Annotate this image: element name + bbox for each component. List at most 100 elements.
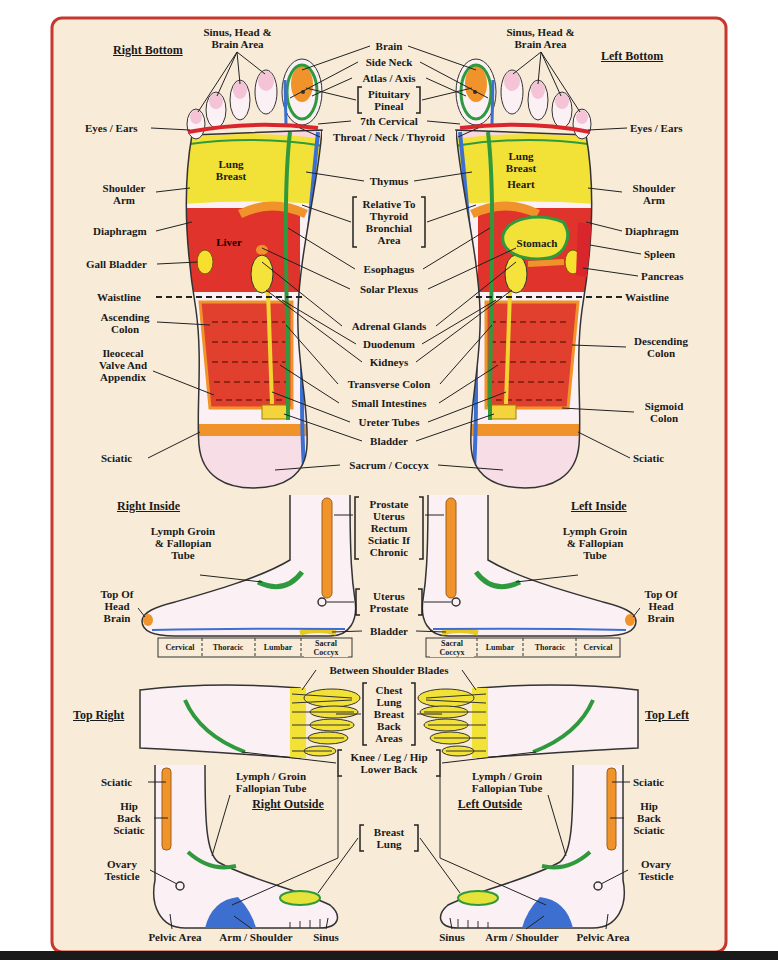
foot-drawing — [280, 891, 320, 905]
zone-label: Stomach — [508, 237, 566, 249]
foot-drawing-mirror — [418, 59, 638, 928]
reflex-label: Bladder — [364, 625, 414, 637]
foot-drawing — [170, 424, 330, 436]
foot-drawing — [176, 882, 184, 890]
chart-frame — [52, 18, 726, 952]
reflex-label: Duodenum — [358, 338, 420, 350]
spine-segment-label: Thoracic — [527, 643, 573, 652]
reflex-label: Shoulder Arm — [94, 182, 154, 206]
foot-drawing — [188, 125, 318, 132]
section-heading: Top Right — [72, 709, 134, 722]
foot-drawing — [142, 495, 356, 636]
reflex-label: Pancreas — [640, 270, 696, 282]
reflex-label: Solar Plexus — [352, 283, 426, 295]
leader-line — [138, 46, 370, 929]
foot-drawing — [251, 255, 273, 293]
spine-segment-label: Sacral Coccyx — [304, 639, 348, 657]
section-heading: Left Outside — [447, 798, 533, 811]
zone-label: Heart — [496, 178, 546, 190]
reflex-label: Kidneys — [364, 356, 414, 368]
zone-label: Liver — [203, 236, 255, 248]
bottom-band — [0, 951, 778, 960]
foot-drawing — [200, 302, 292, 408]
reflex-label: Thymus — [366, 175, 412, 187]
reflex-label: Adrenal Glands — [344, 320, 434, 332]
section-heading: Right Inside — [116, 500, 196, 513]
foot-drawing — [152, 629, 345, 630]
foot-drawing — [185, 700, 245, 752]
reflex-label: Sciatic — [632, 452, 678, 464]
reflex-label: Lymph Groin & Fallopian Tube — [560, 525, 630, 561]
reflex-label: Breast Lung — [364, 826, 414, 850]
leader-line — [156, 296, 306, 298]
reflex-zone: Stomach — [508, 237, 566, 249]
foot-drawing — [206, 92, 226, 128]
reflex-label: Lymph / Groin Fallopian Tube — [462, 770, 552, 794]
foot-drawing — [240, 206, 306, 214]
reflex-label: Arm / Shoulder — [214, 931, 298, 943]
foot-drawing — [209, 93, 223, 109]
leader-line — [148, 670, 361, 929]
reflex-label: Small Intestines — [341, 397, 437, 409]
spine-segment-label: Thoracic — [205, 643, 251, 652]
foot-drawing — [268, 292, 272, 404]
reflex-label: 7th Cervical — [353, 115, 425, 127]
reflex-label: Knee / Leg / Hip Lower Back — [342, 751, 436, 775]
foot-drawing — [158, 638, 352, 657]
spine-segment-label: Lumbar — [480, 643, 520, 652]
reflex-label: Pituitary Pineal — [362, 88, 416, 112]
foot-drawing — [205, 897, 256, 928]
foot-drawing — [154, 765, 338, 928]
reflex-label: Uterus Prostate — [360, 590, 418, 614]
reflex-label: Sinus — [432, 931, 472, 943]
reflex-zone: Liver — [203, 236, 255, 248]
reflex-label: Top Of Head Brain — [96, 588, 138, 624]
reflex-label: Shoulder Arm — [624, 182, 684, 206]
reflex-label: Hip Back Sciatic — [626, 800, 672, 836]
reflex-label: Sinus, Head & Brain Area — [200, 26, 275, 50]
reflex-label: Waistline — [96, 291, 154, 303]
spine-segment-label: Sacral Coccyx — [430, 639, 474, 657]
leader-line — [138, 515, 362, 632]
leader-line — [148, 128, 200, 458]
foot-drawing — [170, 134, 330, 205]
left-foot-zones — [576, 222, 592, 278]
zone-label: Lung Breast — [204, 158, 258, 182]
reflex-label: Arm / Shoulder — [480, 931, 564, 943]
reflex-label: Sciatic — [632, 776, 678, 788]
foot-drawing — [262, 405, 288, 419]
reflex-label: Eyes / Ears — [629, 122, 694, 134]
reflex-label: Gall Bladder — [85, 258, 155, 270]
foot-drawing — [286, 132, 290, 420]
reflex-label: Pelvic Area — [140, 931, 210, 943]
foot-drawing — [285, 80, 286, 125]
foot-drawing — [202, 638, 301, 657]
foot-drawing — [187, 109, 205, 139]
foot-drawing — [300, 631, 336, 634]
section-heading: Left Inside — [570, 500, 646, 513]
reflex-label: Diaphragm — [92, 225, 154, 237]
foot-drawing — [142, 495, 356, 636]
foot-drawing — [197, 250, 213, 274]
foot-drawing — [162, 768, 171, 850]
foot-drawing — [255, 70, 277, 114]
reflex-label: Relative To Thyroid Bronchial Area — [357, 198, 421, 246]
reflex-label: Transverse Colon — [340, 378, 438, 390]
left-foot-zones — [528, 262, 564, 264]
foot-drawing — [258, 71, 274, 91]
reflex-label: Eyes / Ears — [84, 122, 149, 134]
section-heading: Right Outside — [245, 798, 331, 811]
spine-segment-label: Lumbar — [258, 643, 298, 652]
reflex-label: Hip Back Sciatic — [106, 800, 152, 836]
leader-line — [198, 52, 265, 112]
reflex-label: Descending Colon — [628, 335, 694, 359]
leader-line-mirror — [408, 46, 640, 929]
reflex-label: Side Neck — [360, 56, 418, 68]
foot-drawing — [291, 66, 313, 102]
reflex-label: Between Shoulder Blades — [318, 664, 460, 676]
spine-segment-label: Cervical — [578, 643, 618, 652]
section-heading: Top Left — [644, 709, 706, 722]
foot-drawing — [176, 140, 324, 146]
zone-label: Lung Breast — [496, 150, 546, 174]
